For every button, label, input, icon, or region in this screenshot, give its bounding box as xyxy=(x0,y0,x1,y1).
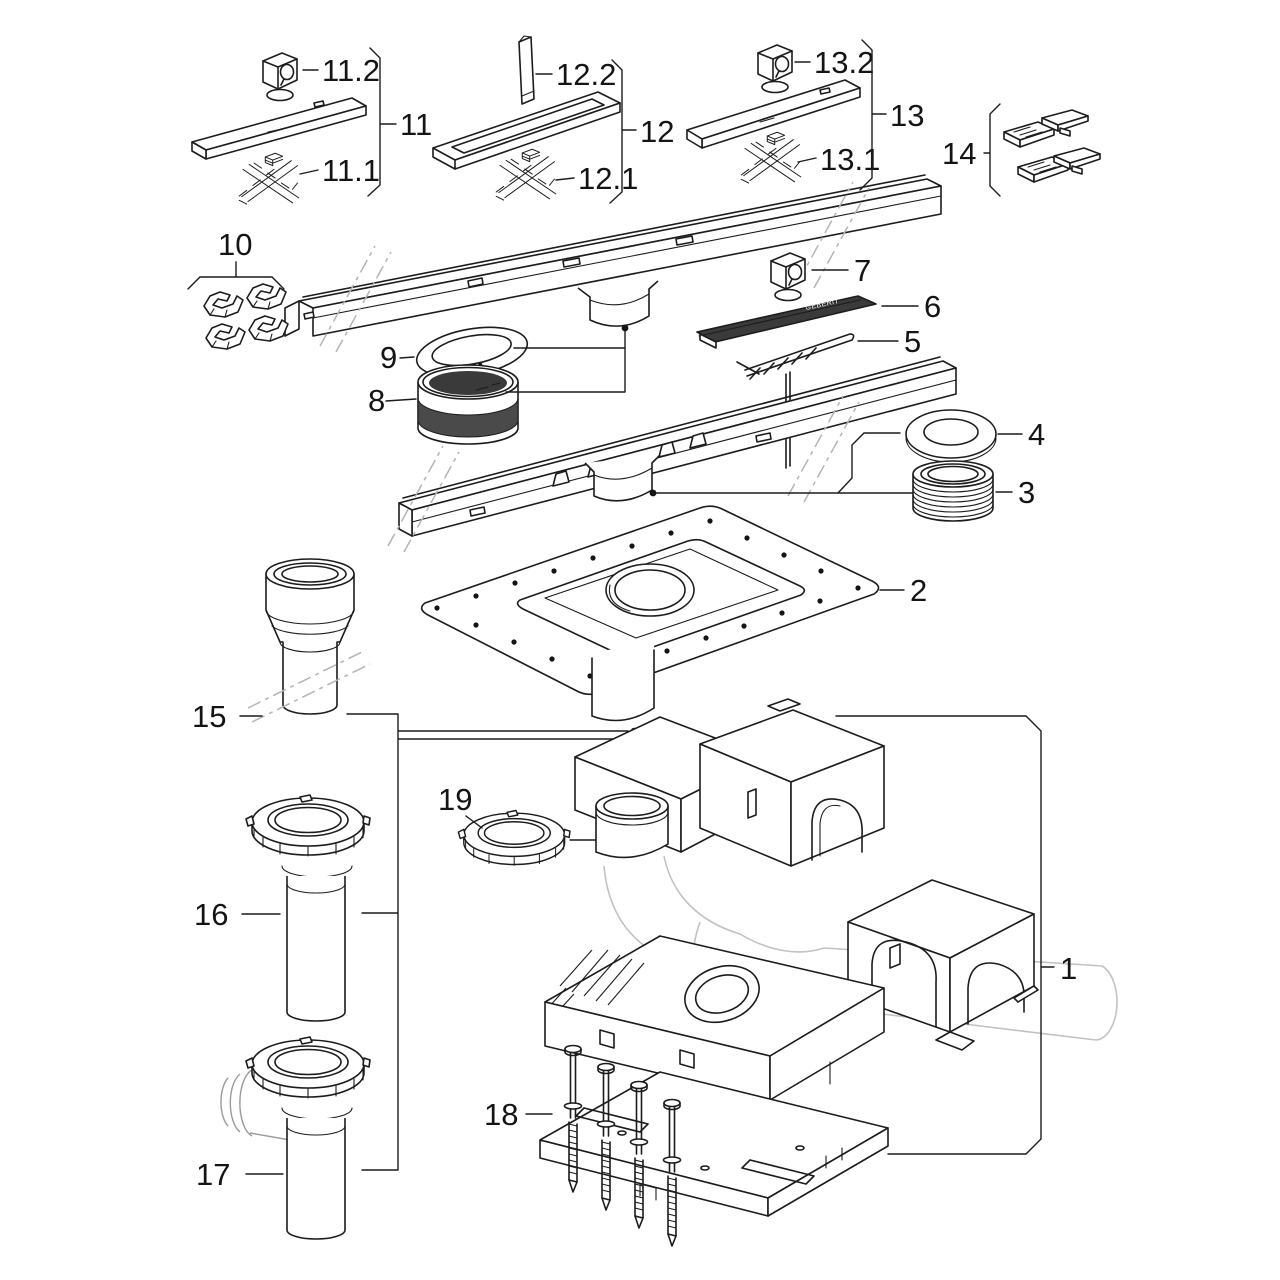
connector-3-4 xyxy=(649,432,914,497)
part-14-clip-set xyxy=(1003,109,1101,183)
part-17-elbow-pipe xyxy=(220,1036,371,1240)
callout-8: 8 xyxy=(368,383,385,418)
leader-9 xyxy=(399,356,415,359)
part-19-lock-ring xyxy=(457,809,571,867)
part-12-1-foot xyxy=(495,148,557,201)
part-10-fixing-clips xyxy=(203,283,289,350)
callout-15: 15 xyxy=(192,699,226,734)
leader-13-1 xyxy=(797,157,817,163)
callout-9: 9 xyxy=(380,340,397,375)
part-12-frame xyxy=(432,91,621,170)
part-7-clamp xyxy=(770,252,806,302)
bracket-12 xyxy=(609,59,637,204)
part-15-extension-pipe xyxy=(247,558,371,723)
callout-3: 3 xyxy=(1018,475,1035,510)
part-9-collar-ring xyxy=(415,326,529,378)
callout-12: 12 xyxy=(640,114,674,149)
leader-12-1 xyxy=(555,177,575,181)
part-11-cover xyxy=(191,97,367,160)
trap-upper-shell xyxy=(574,698,885,867)
callout-13-2: 13.2 xyxy=(814,45,874,80)
callout-1: 1 xyxy=(1060,951,1077,986)
callout-7: 7 xyxy=(854,253,871,288)
break-mark-pipe-15 xyxy=(247,649,371,723)
bracket-14 xyxy=(983,103,1001,197)
part-13-2-clamp xyxy=(757,44,793,94)
part-11-1-foot xyxy=(238,152,300,205)
callout-13: 13 xyxy=(890,98,924,133)
bracket-11 xyxy=(367,47,397,197)
bracket-1 xyxy=(835,715,1055,1155)
channel-upper-outlet-funnel xyxy=(577,280,659,327)
callout-18: 18 xyxy=(484,1097,518,1132)
channel-body-lower xyxy=(387,356,957,553)
callout-11-1: 11.1 xyxy=(322,153,380,188)
callout-12-2: 12.2 xyxy=(556,57,616,92)
leader-19 xyxy=(465,815,597,841)
callout-13-1: 13.1 xyxy=(820,142,880,177)
elbow-socket-ghost xyxy=(220,1065,291,1141)
callout-11: 11 xyxy=(400,107,432,142)
callout-12-1: 12.1 xyxy=(578,161,638,196)
callout-11-2: 11.2 xyxy=(322,53,380,88)
part-13-1-foot xyxy=(740,131,802,184)
part-11-2-clamp xyxy=(262,52,298,102)
channel-body-upper xyxy=(284,174,942,353)
bracket-10 xyxy=(187,261,285,290)
callout-10: 10 xyxy=(218,227,252,262)
callout-14: 14 xyxy=(942,136,976,171)
leader-11-1 xyxy=(299,169,319,175)
part-16-straight-pipe xyxy=(245,794,371,1022)
leader-8 xyxy=(385,398,417,402)
part-18-base-plate xyxy=(539,1071,889,1217)
callout-5: 5 xyxy=(904,324,921,359)
callout-2: 2 xyxy=(910,573,927,608)
callout-19: 19 xyxy=(438,782,472,817)
part-5-cleaning-comb xyxy=(736,333,855,469)
callout-4: 4 xyxy=(1028,417,1045,452)
part-2-sealing-membrane xyxy=(420,505,880,722)
part-8-odour-trap-insert xyxy=(417,364,519,445)
membrane-hole-dots xyxy=(434,518,861,679)
membrane-bottom-spigot xyxy=(591,644,655,722)
callout-17: 17 xyxy=(196,1157,230,1192)
callout-16: 16 xyxy=(194,897,228,932)
callout-6: 6 xyxy=(924,289,941,324)
insulation-bridge-cover xyxy=(835,879,1039,1051)
part-4-seal-washer xyxy=(905,409,997,463)
part-3-threaded-ring xyxy=(912,460,994,522)
part-13-cover xyxy=(686,79,861,149)
trap-lower-shell xyxy=(544,935,885,1101)
part-12-2-strip xyxy=(518,35,535,105)
trap-inlet-collar xyxy=(595,792,669,859)
connector-9-8 xyxy=(505,324,629,393)
channel-lower-outlet-spigot xyxy=(584,454,661,502)
bracket-13 xyxy=(859,39,887,191)
